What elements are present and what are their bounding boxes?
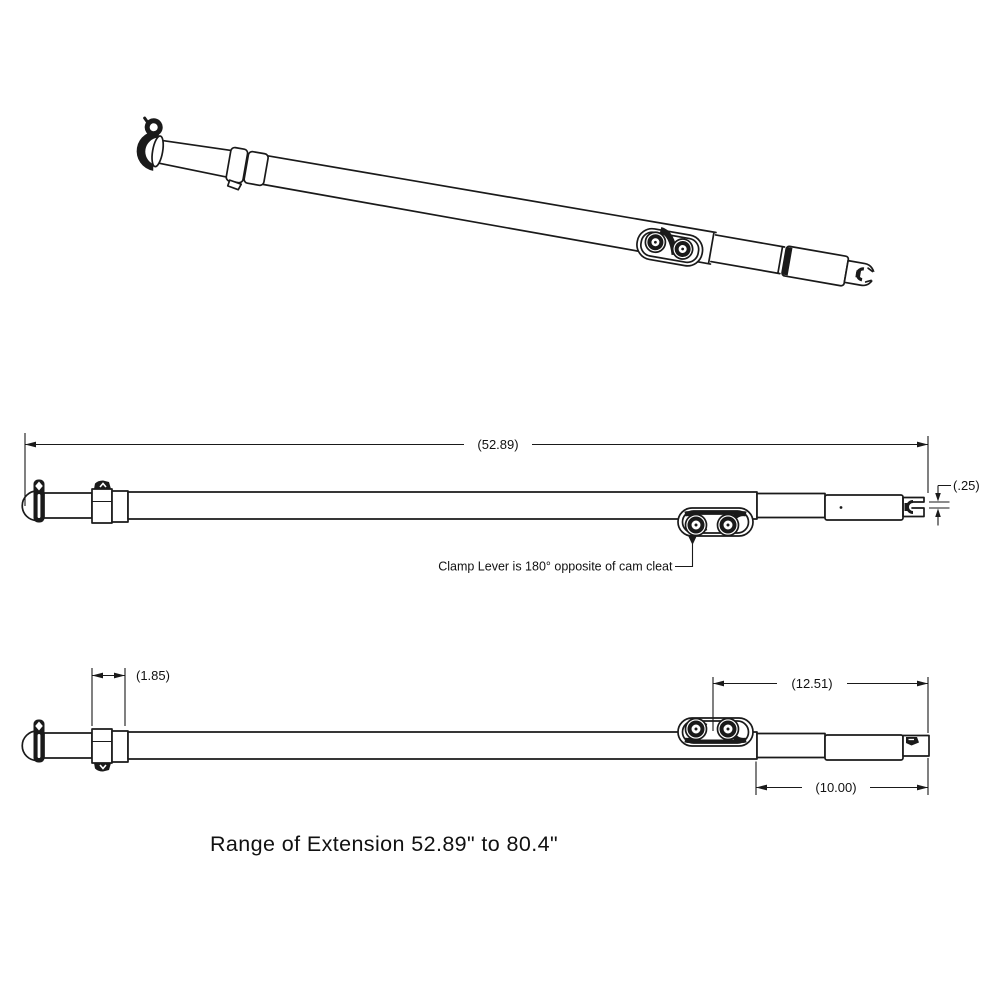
collar	[111, 490, 129, 523]
end-grip	[824, 734, 904, 761]
tip-tube	[43, 732, 93, 759]
inner-tube	[710, 234, 786, 275]
side-view-lower: (1.85) (12.51) (10.00)	[21, 668, 930, 795]
end-cap-rim	[151, 135, 165, 168]
outer-tube	[262, 155, 717, 265]
ring-claw	[143, 116, 150, 125]
end-cap	[136, 131, 161, 171]
center-mark	[839, 506, 843, 509]
outer-tube	[127, 731, 758, 760]
clamp-lever-tab	[226, 179, 243, 191]
dim-cleat-to-tip-label: (12.51)	[791, 676, 832, 691]
pin-slit	[37, 734, 41, 758]
inner-tube	[756, 492, 826, 519]
clamp-body	[91, 728, 113, 764]
dim-overall-length: (52.89)	[24, 433, 929, 506]
dome-end	[21, 730, 38, 762]
isometric-view	[136, 116, 877, 287]
side-view-upper: (52.89) (.25) Clamp Lever is 180° opposi…	[21, 433, 980, 574]
outer-tube	[127, 491, 758, 520]
dome-end	[21, 490, 38, 522]
clamp-lever-notch	[99, 764, 107, 770]
end-grip	[824, 494, 904, 521]
tip-tube	[43, 492, 93, 519]
dim-cleat-to-tip: (12.51)	[712, 676, 929, 795]
clamp-collar-band2	[243, 150, 269, 187]
cam-cleat	[677, 717, 754, 747]
dim-inner-extension-label: (10.00)	[815, 780, 856, 795]
tip-tube	[158, 139, 233, 178]
clamp-body	[91, 488, 113, 524]
dim-clamp-width-label: (1.85)	[136, 668, 170, 683]
pin-diamond	[35, 481, 43, 491]
jaw-fitting-isometric	[843, 259, 877, 287]
inner-tube	[756, 732, 826, 759]
dim-overall-length-label: (52.89)	[477, 437, 518, 452]
cam-cleat	[677, 507, 754, 545]
pin-diamond	[35, 721, 43, 731]
dim-clamp-width: (1.85)	[91, 668, 170, 726]
pin-slit	[37, 494, 41, 518]
dim-inner-extension: (10.00)	[755, 761, 928, 795]
dim-jaw-gap-label: (.25)	[953, 478, 980, 493]
jaw-fitting	[902, 496, 925, 518]
dim-jaw-gap: (.25)	[929, 478, 980, 526]
collar	[111, 730, 129, 763]
clamp-lever-notch	[99, 482, 107, 488]
clamp-lever-note-label: Clamp Lever is 180° opposite of cam clea…	[438, 560, 673, 574]
cam-cleat-isometric	[636, 227, 704, 267]
end-grip-band	[781, 246, 793, 276]
range-caption: Range of Extension 52.89" to 80.4"	[210, 832, 558, 856]
note-clamp-lever: Clamp Lever is 180° opposite of cam clea…	[438, 544, 694, 574]
cleat-pointer	[688, 535, 697, 545]
